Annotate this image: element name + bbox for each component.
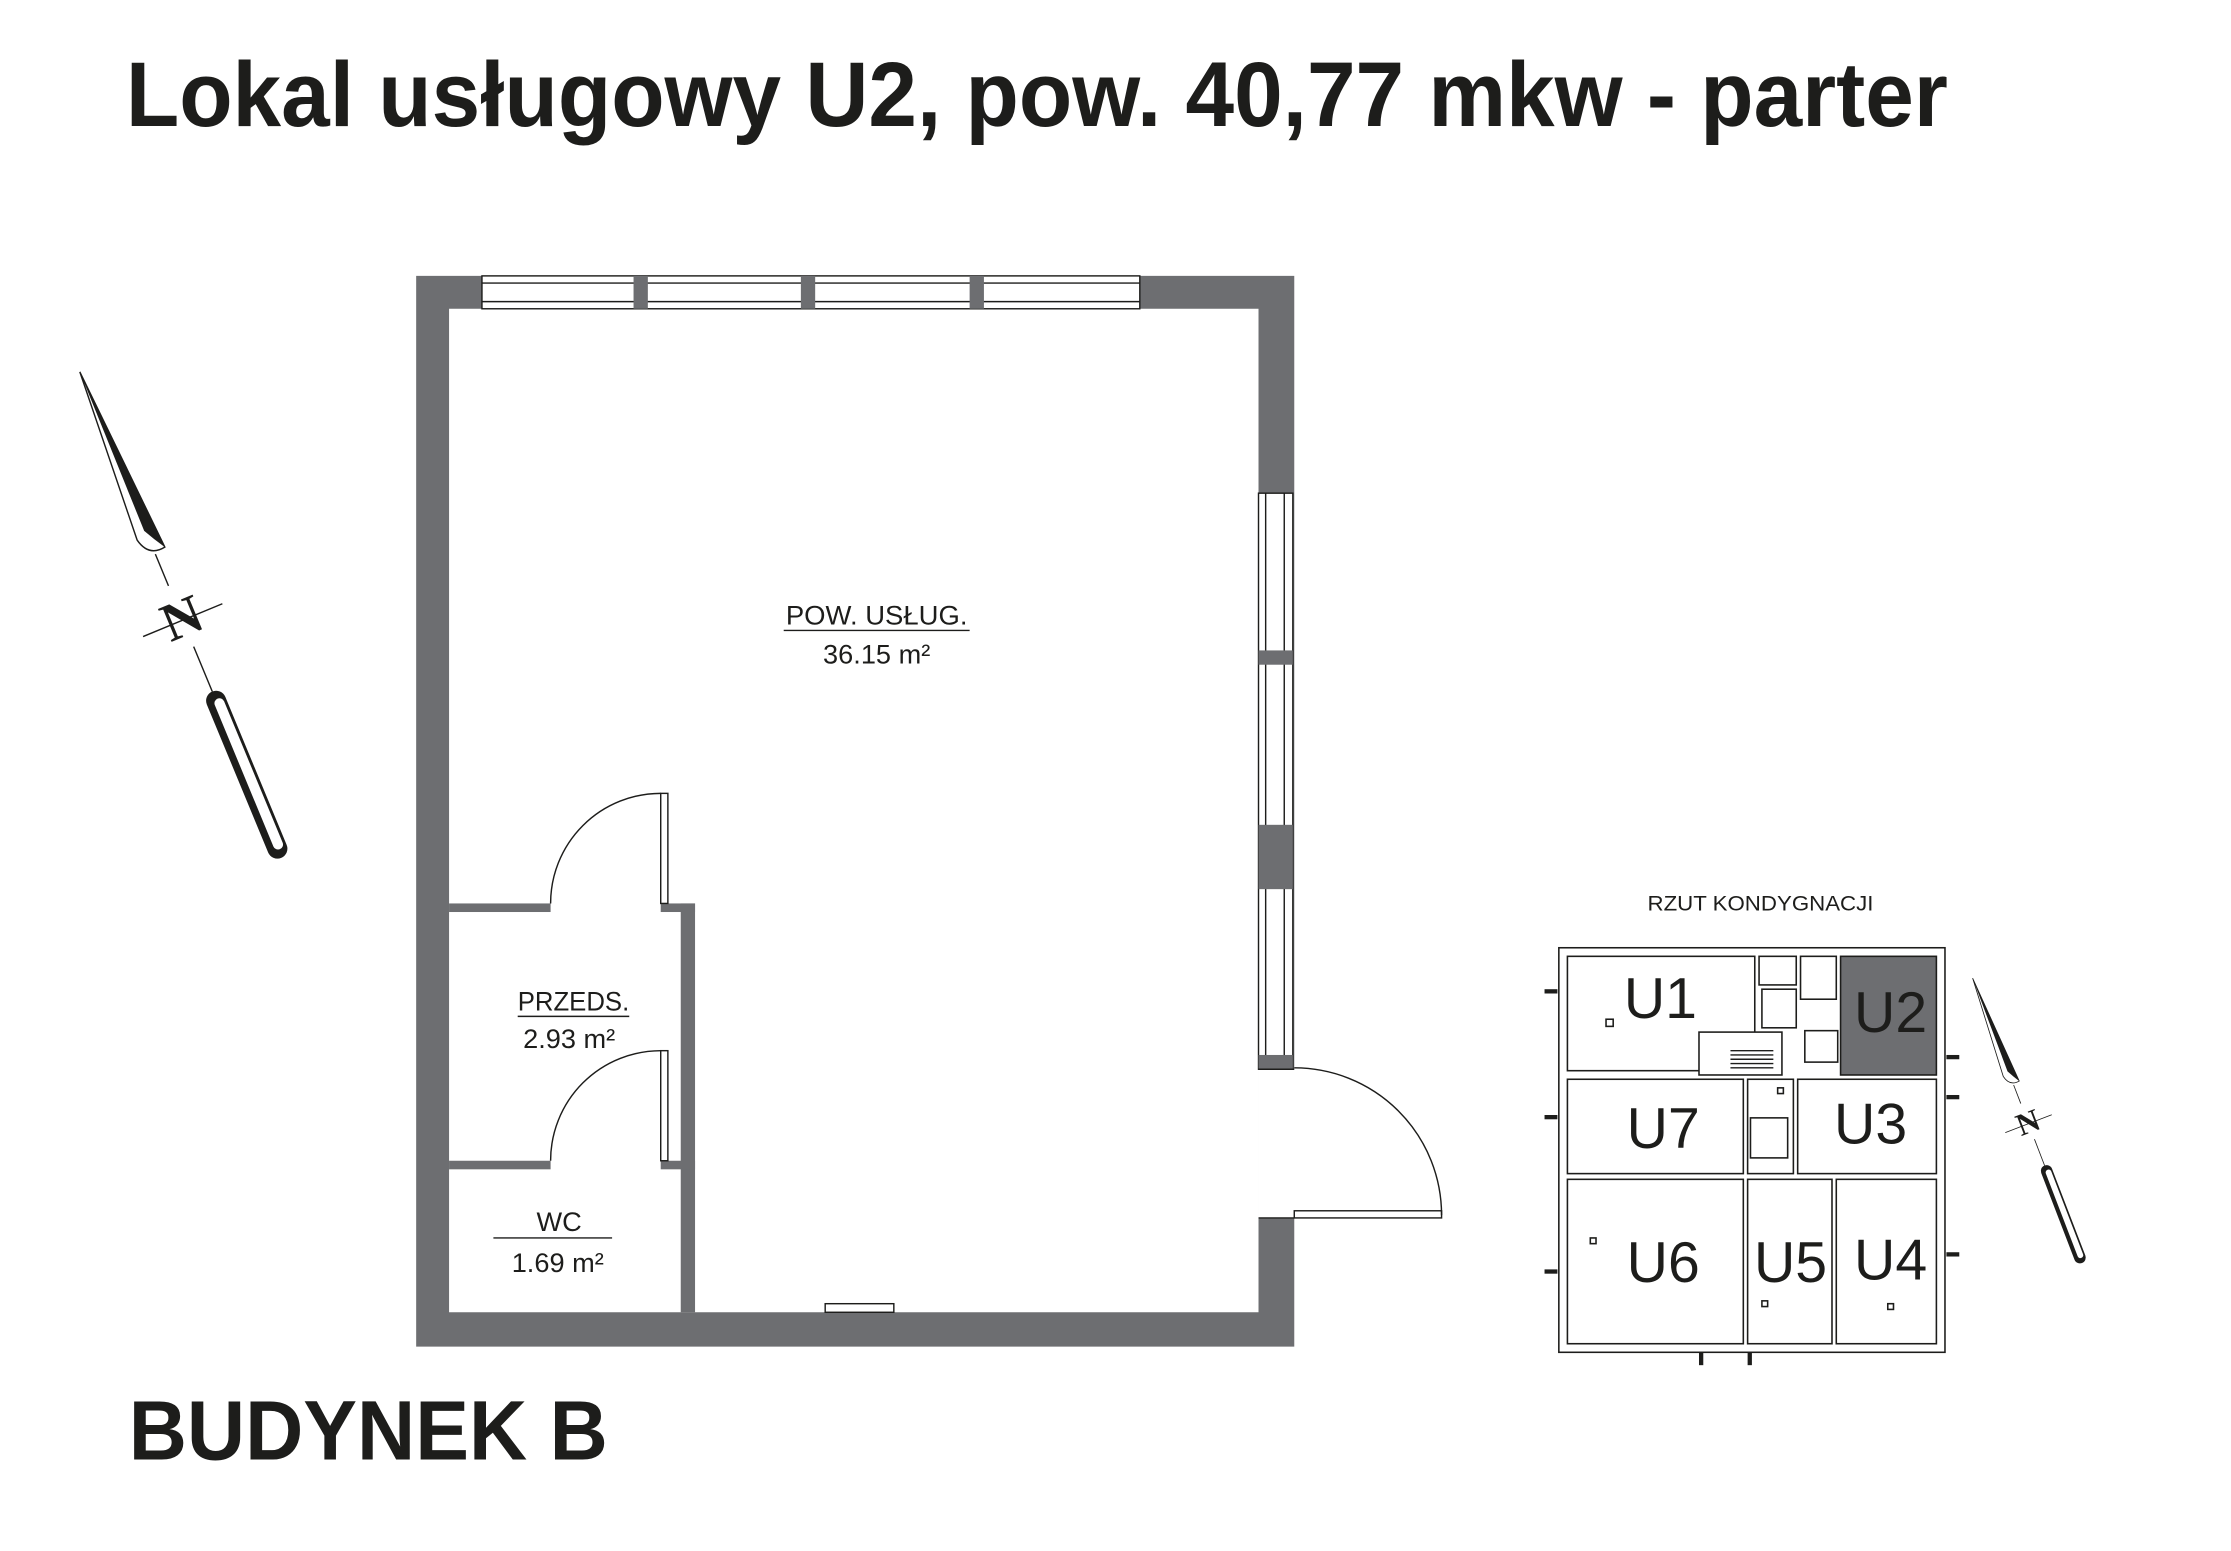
key-plan-window [1544,1269,1558,1274]
key-plan-aux-room [1804,1029,1839,1063]
key-plan-column [1589,1237,1597,1245]
north-axis-upper [2013,1084,2022,1104]
window-pier [1258,1054,1293,1070]
room-name: WC [537,1206,582,1237]
key-plan-unit-cell [1566,1178,1745,1345]
south-tail-fill [214,698,284,850]
partition-wall [449,1160,551,1170]
window-pier [969,275,984,309]
north-letter: N [152,583,211,653]
door-swing-arc [549,792,661,904]
north-arrow-icon: N [79,371,288,859]
window-band-top [481,275,1141,310]
window-pier [1258,650,1293,665]
key-plan-unit-label: U7 [1627,1097,1700,1161]
door-swing-arc [549,1049,661,1161]
key-plan-unit-cell [1566,1078,1745,1175]
key-plan-unit-cell [1835,1178,1938,1345]
window-band-right [1257,492,1294,1070]
key-plan-column [1776,1087,1785,1095]
key-plan-unit-cell [1746,1178,1833,1345]
door-wc [549,1049,669,1162]
door-leaf [1293,1210,1443,1219]
key-plan-window [1544,1115,1558,1120]
north-axis-lower [2034,1139,2045,1166]
key-plan-window [1747,1352,1752,1366]
key-plan-window [1698,1352,1704,1366]
key-plan-unit-label: U3 [1834,1093,1907,1157]
key-plan: RZUT KONDYGNACJI [1544,892,2086,1366]
north-cross-line [142,603,223,638]
partition-wall [680,903,696,1313]
door-swing-arc [1294,1067,1443,1216]
key-plan-window [1946,1094,1960,1100]
key-plan-aux-room [1799,955,1838,1001]
threshold [824,1302,895,1313]
key-plan-unit-cell [1796,1078,1938,1175]
key-plan-column [1605,1018,1614,1028]
north-cross-line [2005,1114,2052,1134]
window-right-frame [1257,492,1294,1070]
key-plan-window [1946,1054,1960,1060]
unit-floor-plan: POW. USŁUG. 36.15 m² PRZEDS. 2.93 m² WC … [416,275,1443,1347]
door-leaf [660,792,669,905]
north-letter: N [2011,1102,2045,1143]
key-plan-column [1761,1300,1769,1308]
key-plan-column [1886,1302,1895,1311]
room-label-hall: PRZEDS. 2.93 m² [517,986,630,1054]
north-axis-upper [154,553,170,587]
room-label-service: POW. USŁUG. 36.15 m² [783,600,970,669]
room-name: PRZEDS. [518,986,630,1017]
exterior-wall [416,275,1295,1347]
door-hall [549,792,669,905]
key-plan-unit-label: U6 [1627,1231,1700,1295]
page-title: Lokal usługowy U2, pow. 40,77 mkw - part… [126,44,1948,146]
key-plan-unit-label: U5 [1754,1231,1827,1295]
partition-wall [660,1160,696,1170]
building-label: BUDYNEK B [129,1384,608,1478]
north-arrow-small-icon: N [1972,978,2086,1264]
door-leaf [660,1049,669,1162]
key-plan-unit-cell [1839,955,1938,1076]
key-plan-aux-room [1761,988,1798,1029]
partition-wall [660,903,696,913]
key-plan-window [1946,1252,1960,1257]
south-tail-fill [2045,1169,2084,1259]
window-pier [800,275,816,309]
window-pier [1258,824,1293,890]
partition-wall [449,903,551,913]
room-name: POW. USŁUG. [786,600,968,631]
room-area: 1.69 m² [512,1247,604,1278]
key-plan-aux-room [1749,1117,1789,1159]
key-plan-window [1544,989,1558,994]
room-area: 36.15 m² [823,638,930,669]
entrance-door [1258,1067,1443,1219]
door-opening [1258,1069,1296,1218]
key-plan-aux-room [1758,955,1798,986]
key-plan-unit-label: U1 [1624,967,1697,1031]
window-pier [633,275,648,309]
key-plan-unit-label: U4 [1854,1228,1927,1292]
key-plan-title: RZUT KONDYGNACJI [1648,892,1874,916]
room-area: 2.93 m² [523,1023,615,1054]
room-label-wc: WC 1.69 m² [493,1206,613,1278]
key-plan-unit-label: U2 [1854,981,1927,1045]
north-axis-lower [193,646,213,692]
